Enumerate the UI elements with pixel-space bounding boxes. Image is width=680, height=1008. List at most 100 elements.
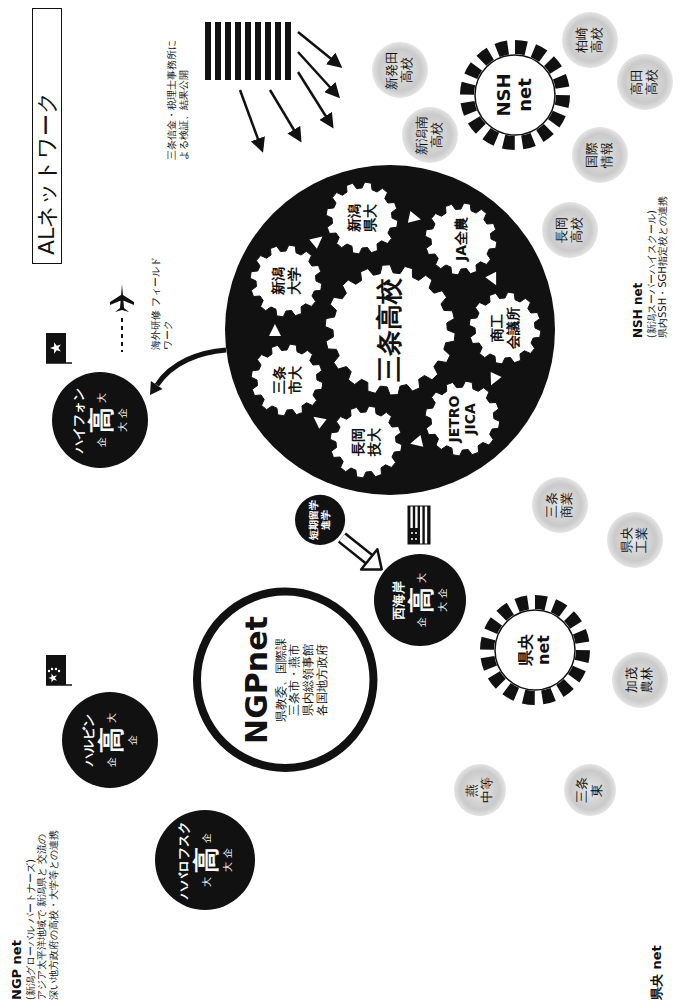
flight-dashes (121, 318, 123, 352)
node-label: 加茂 農林 (625, 667, 655, 693)
node-content: 西海岸企高大大企 (392, 573, 448, 627)
school-circle: 国際 情報 (572, 127, 628, 183)
node-content: 三条 東 (575, 777, 605, 803)
note-text: 海外研修 フィールドワーク (150, 255, 173, 350)
mark-row: 企 (127, 735, 139, 745)
partner-gear: 新潟 県大 (326, 182, 398, 254)
note-text: アジア太平洋地域で 新潟県と 交流の深い地方政府の高校・大学等との連携 (36, 828, 59, 1000)
node-label: 国際 情報 (585, 142, 615, 168)
filled-disc (155, 810, 255, 910)
school-circle: 新発田 高校 (372, 42, 428, 98)
fieldwork-arrow (157, 350, 226, 385)
node-label: 柏崎 高校 (575, 27, 605, 53)
node-content: 国際 情報 (585, 142, 615, 168)
school-circle: 高田 高校 (617, 54, 673, 110)
node-content: 短期留学 進学 (308, 500, 331, 540)
filled-disc (52, 372, 148, 468)
cycle-arrow (408, 211, 422, 225)
note-text: NGP net (10, 940, 25, 1000)
flag-stripe (427, 506, 430, 544)
node-label: NSH net (494, 73, 535, 116)
sector-mark: 企 (127, 735, 139, 745)
node-label: JETRO JICA (446, 396, 478, 443)
halo-disc (562, 12, 618, 68)
arrow-line (270, 90, 300, 140)
school-circle: 柏崎 高校 (562, 12, 618, 68)
school-circle: 新潟南 高校 (402, 107, 458, 163)
bar (275, 22, 281, 80)
halo-disc (607, 512, 663, 568)
node-content: JETRO JICA (446, 396, 478, 443)
member-line: 各国地方政府 (316, 644, 330, 716)
flag-star (415, 538, 417, 540)
ring-teeth (467, 47, 563, 143)
cycle-arrow (269, 324, 281, 336)
arrow-outline (342, 538, 369, 560)
overseas-school-circle: ハバロフスク大高企大企 (155, 810, 255, 910)
title-text: ALネットワーク (34, 91, 59, 255)
halo-disc (572, 127, 628, 183)
node-label: 新潟 大学 (270, 267, 302, 295)
sector-mark: 大 (96, 393, 108, 403)
school-circle: 県央 工業 (607, 512, 663, 568)
flag-field (46, 333, 66, 363)
partner-gear: 新潟 大学 (250, 245, 322, 317)
node-content: 県央 工業 (620, 527, 650, 553)
node-content: 燕 中等 (465, 777, 495, 803)
member-line: 三条市・燕市 (288, 644, 302, 716)
node-label: 県央 net (517, 634, 554, 666)
school-circle: 長岡 高校 (542, 202, 598, 258)
note-text: (新潟スーパーハイスクール) (646, 210, 658, 338)
school-mark: 高 (97, 727, 127, 753)
school-circle: 燕 中等 (454, 764, 506, 816)
filled-disc (374, 554, 466, 646)
node-content: 三条 商業 (545, 492, 575, 518)
bar (265, 22, 271, 80)
school-name: ハバロフスク (177, 821, 192, 899)
bar (245, 22, 251, 80)
node-label: 新発田 高校 (385, 51, 415, 90)
node-content: 高田 高校 (630, 69, 660, 95)
node-label: 県央 工業 (620, 527, 650, 553)
gear-shape (326, 182, 398, 254)
note-text: 県央 net (650, 945, 665, 1000)
arrow-line (240, 90, 262, 150)
gear-shape (469, 292, 541, 364)
overseas-school-circle: ハルビン企高大企 (62, 692, 158, 788)
bar (255, 22, 261, 80)
mark-row: 企高大 (407, 573, 437, 627)
filled-disc (295, 495, 345, 545)
gear-shape (425, 382, 500, 457)
china-flag (46, 655, 72, 685)
ring-disc (197, 592, 373, 768)
note-text: 県内SSH・SGH指定校との連携 (657, 196, 669, 338)
cycle-arrow (310, 412, 327, 429)
halo-disc (532, 477, 588, 533)
note-text: (新潟グローバル パートナーズ) (25, 859, 37, 1000)
partner-gear: JETRO JICA (425, 382, 500, 457)
bar (215, 22, 221, 80)
node-content: NGPnet県教委、国際課三条市・燕市県内総領事館各国地方政府 (240, 616, 330, 744)
flag-star (411, 532, 413, 534)
flag-star (55, 668, 57, 670)
bar (235, 22, 241, 80)
node-content: 長岡 高校 (555, 217, 585, 243)
halo-disc (612, 652, 668, 708)
node-content: 新発田 高校 (385, 51, 415, 90)
flag-field (46, 655, 66, 685)
mark-row: 大高企 (192, 833, 222, 887)
sector-mark: 企 (96, 437, 108, 447)
node-content: 新潟南 高校 (415, 116, 445, 155)
node-content: 三条高校 (375, 278, 405, 382)
flag-star (51, 668, 53, 670)
network-circle: NGPnet県教委、国際課三条市・燕市県内総領事館各国地方政府 (193, 588, 377, 772)
cycle-arrow (486, 372, 502, 388)
mark-row: 企高大 (87, 393, 117, 447)
note-block: 県央 net (650, 900, 665, 1000)
halo-disc (617, 54, 673, 110)
fieldwork-arrowhead (150, 381, 163, 395)
result-arrows (240, 32, 340, 150)
network-gear: NSH net (460, 40, 570, 150)
node-content: ハバロフスク大高企大企 (177, 821, 233, 899)
title-box: ALネットワーク (32, 8, 62, 264)
